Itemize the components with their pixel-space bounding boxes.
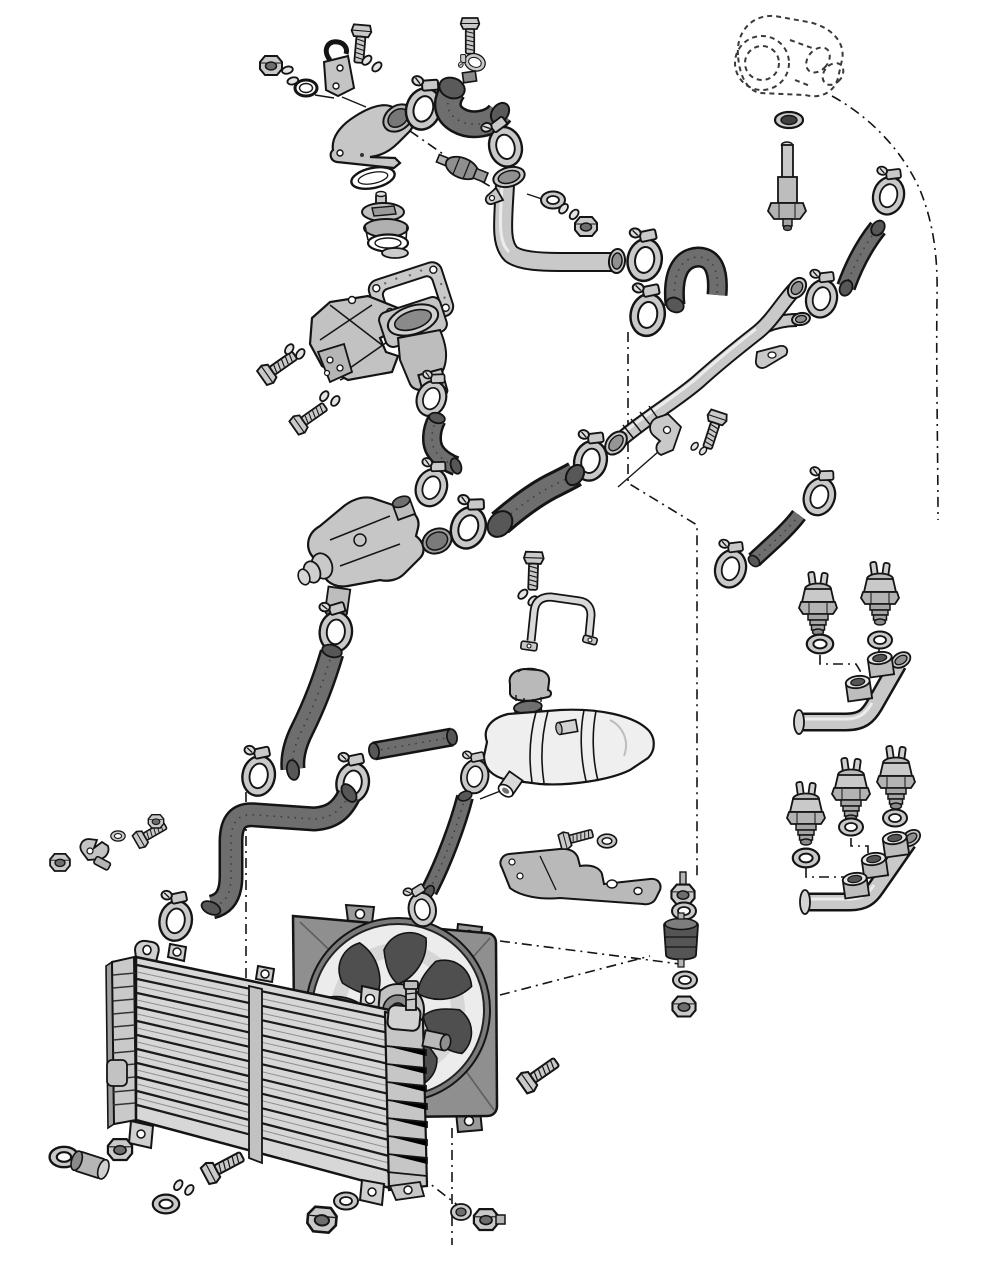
hose-clamp: [235, 741, 282, 800]
water-flange-housing: Water flange housing: [297, 495, 453, 619]
seal-washer: [867, 630, 893, 650]
hex-bolt: [198, 1145, 249, 1187]
flat-washer: [151, 1193, 181, 1215]
triple-port-pipe: Triple-port water pipe: [799, 828, 922, 915]
elbow-hose: Elbow hose: [663, 246, 728, 314]
twin-port-pipe: Twin-port water pipe: [793, 649, 912, 735]
hex-nut: [305, 1204, 339, 1235]
seal-ring: Seal ring: [773, 110, 805, 130]
connecting-hose: Connecting hose: [836, 219, 886, 297]
fork-bracket: Fork clip: [79, 838, 112, 871]
hose-clamp: [707, 535, 754, 593]
temp-switch: Temperature switch / sender: [798, 570, 838, 636]
support-bracket: Support bracket: [499, 847, 662, 906]
temp-switch: [786, 780, 826, 846]
elbow-gasket: O-ring gasket: [350, 166, 396, 190]
flat-washer: [333, 1191, 359, 1211]
neck-elbow-hose: Elbow hose: [422, 411, 463, 476]
o-ring: Sealing O-ring: [293, 78, 319, 98]
radiator: Radiator Bleed screw: [105, 939, 452, 1207]
hex-bolt: [556, 824, 596, 852]
hex-bolt: [459, 17, 481, 55]
long-coolant-pipe: Long coolant Y-pipe: [604, 276, 811, 456]
hex-plug: Hex plug: [472, 1207, 506, 1232]
hex-nut: [106, 1137, 134, 1162]
strap-bolt: [521, 550, 545, 592]
seal-washer: [882, 808, 908, 828]
vibration-damper-stack: Vibration damper mount: [663, 871, 699, 1018]
thermostat: Thermostat: [361, 190, 410, 259]
hex-bolt: [697, 408, 730, 452]
hose-clamp: [865, 162, 912, 220]
upper-coolant-pipe: Upper coolant pipe: [484, 165, 627, 274]
hose-clamp: [620, 223, 669, 285]
fork-clip: Fork clip: [649, 412, 683, 456]
lower-radiator-hose: Lower radiator hose: [200, 783, 361, 920]
seal-washer: [838, 817, 864, 837]
tank-strap: Tank retaining strap: [519, 592, 599, 652]
hose-clamp: [152, 886, 199, 945]
hex-nut: [49, 853, 71, 872]
center-hose: Connecting hose: [486, 462, 586, 538]
hose-clamp: [795, 462, 845, 521]
flat-washer: [110, 830, 126, 842]
retaining-bracket: Retaining bracket: [322, 39, 356, 98]
hex-bolt: [514, 1051, 564, 1097]
top-left-hardware: Hex bolt Hex nut Spring washer pair Seal…: [259, 17, 481, 98]
hex-bolt: [287, 397, 332, 438]
cap-washer: Cap washer: [450, 1203, 472, 1221]
pressure-sender: Pressure sender: [766, 141, 808, 232]
engine-flange-ghost: Engine-side flange (reference outline): [734, 14, 845, 98]
hex-nut: [147, 814, 165, 829]
mounting-bush: Rubber mounting bush: [70, 1150, 110, 1180]
temp-switch: [876, 744, 916, 810]
bleed-screw: Bleed screw: [403, 980, 419, 1011]
expansion-tank: Coolant expansion tank: [482, 700, 655, 798]
hex-bolt: [255, 345, 302, 388]
flange-hose: Flange-to-radiator hose: [280, 643, 344, 781]
tank-hose-straight: Tank hose: [368, 727, 458, 761]
seal-washer: [805, 633, 835, 655]
small-sender: Temperature switch / sender: [435, 153, 490, 184]
flat-washer: [596, 833, 618, 849]
hose-clamp: [623, 278, 672, 340]
engine-bracket: Engine mounting bracket: [308, 294, 400, 384]
connecting-hose-small: Connecting hose: [747, 509, 806, 568]
temp-switch: [831, 756, 871, 822]
hex-nut: Hex nut: [259, 55, 283, 76]
tank-outlet-hose: Tank hose: [420, 790, 474, 900]
hex-nut: [574, 216, 598, 237]
moulded-hose: Moulded rubber hose: [433, 70, 512, 139]
seal-washer: [791, 847, 821, 869]
expansion-tank-cap: Expansion tank cap: [508, 667, 552, 704]
temp-switch: [860, 560, 900, 626]
bottom-hardware: Rubber mounting bush Cap washer Hex plug: [48, 1051, 564, 1235]
